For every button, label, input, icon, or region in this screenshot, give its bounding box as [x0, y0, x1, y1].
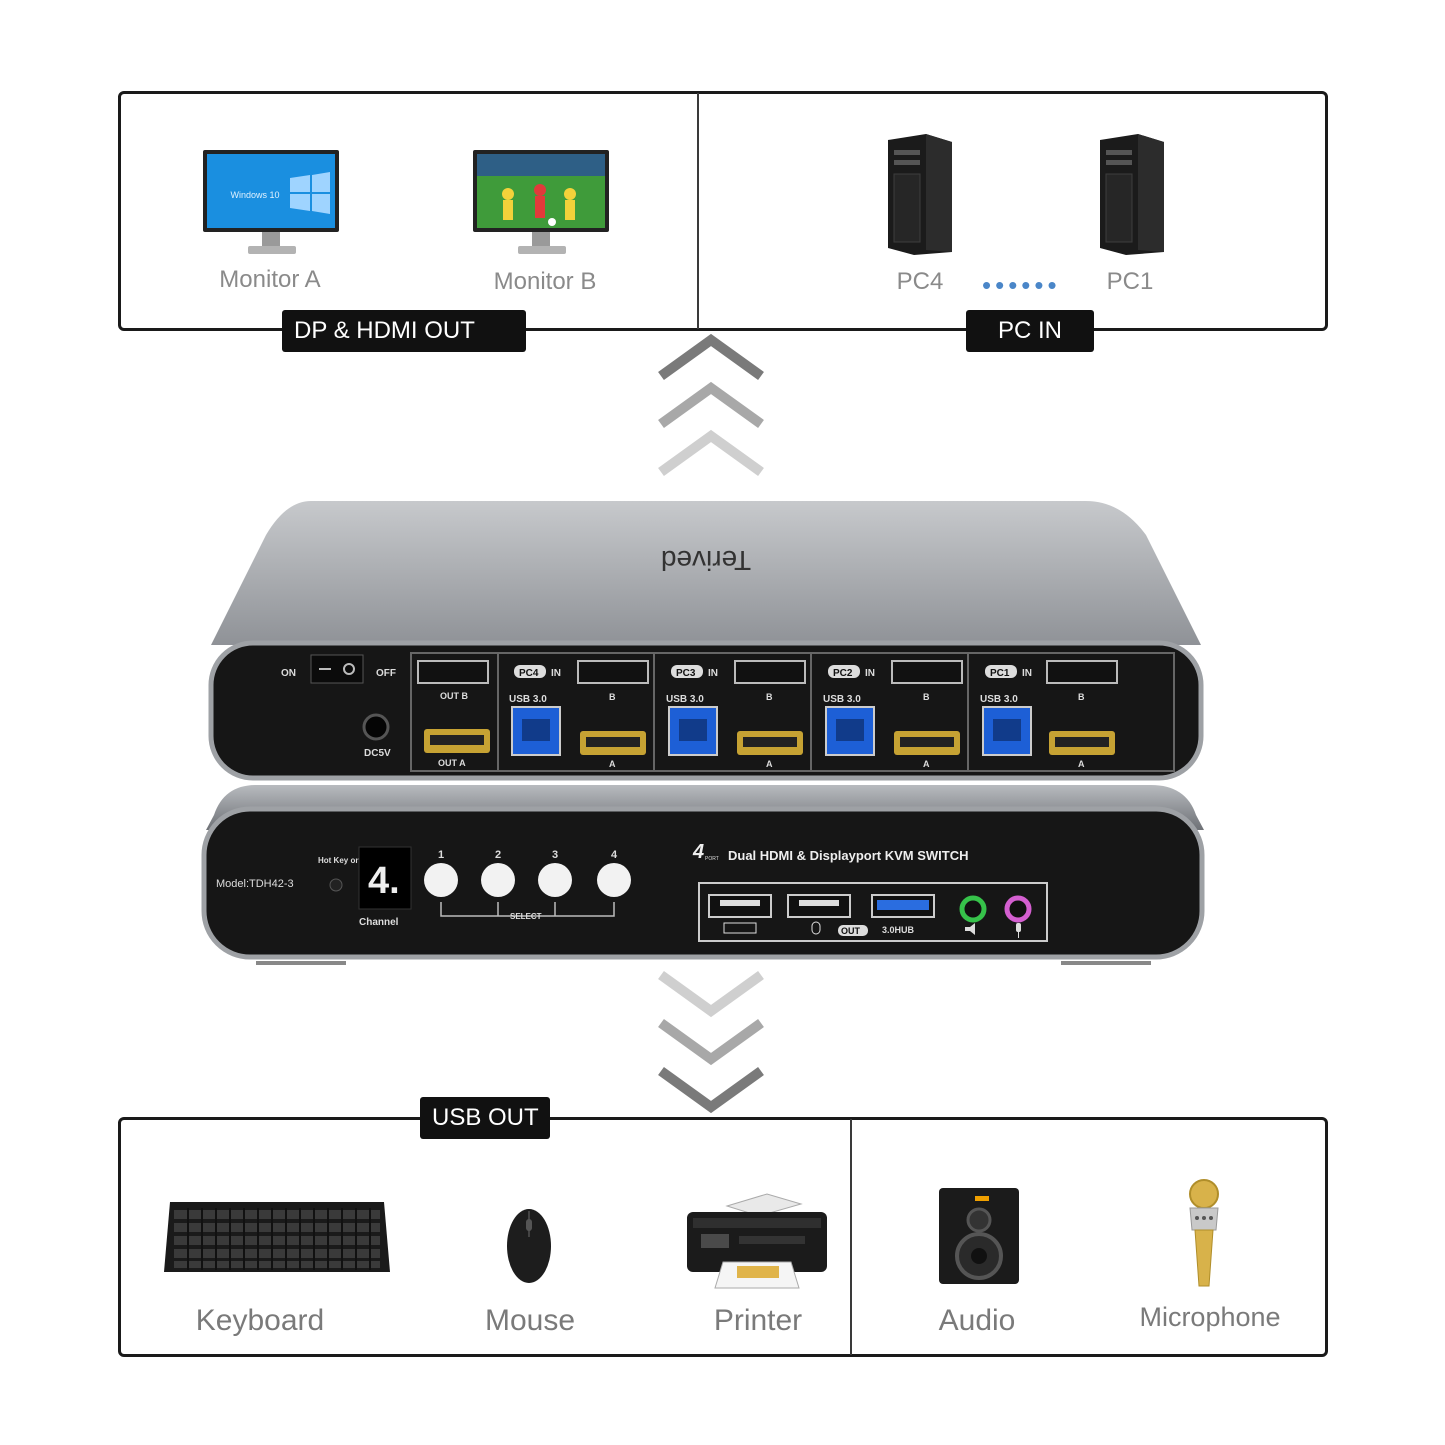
power-switch[interactable]	[310, 654, 364, 684]
pc1-b-label: B	[1078, 692, 1085, 702]
dp-out-b-port	[417, 660, 489, 684]
channel-label: Channel	[359, 917, 399, 928]
pc4-a-label: A	[609, 759, 616, 769]
brand-logo: Terived	[661, 545, 751, 576]
pc1-port-group: PC1 IN USB 3.0 B A	[980, 660, 1118, 769]
pc-in-tag: PC IN	[966, 310, 1094, 352]
pc2-usb-label: USB 3.0	[823, 694, 861, 705]
channel-display	[358, 846, 412, 910]
usb-out-tag: USB OUT	[420, 1097, 550, 1139]
pc3-dp-port	[734, 660, 806, 684]
bottom-panel-divider	[850, 1119, 852, 1355]
audio-jack	[959, 895, 987, 923]
pc4-port-label: PC4	[519, 668, 539, 679]
monitor-a-screen-text: Windows 10	[230, 190, 279, 200]
title-port: PORT	[705, 856, 719, 862]
microphone-label: Microphone	[1139, 1302, 1281, 1332]
up-arrows-icon	[658, 333, 764, 477]
button-1-number: 1	[438, 849, 444, 861]
pc2-in-label: IN	[865, 668, 875, 679]
keyboard-icon	[164, 1202, 390, 1272]
pc1-in-label: IN	[1022, 668, 1032, 679]
out-a-label: OUT A	[438, 758, 466, 768]
pc4-dp-port	[577, 660, 649, 684]
pc4-usb-label: USB 3.0	[509, 694, 547, 705]
down-arrows-icon	[658, 970, 764, 1114]
switch-off-label: OFF	[376, 668, 396, 679]
dp-hdmi-out-tag: DP & HDMI OUT	[282, 310, 526, 352]
pc4-in-label: IN	[551, 668, 561, 679]
pc2-dp-port	[891, 660, 963, 684]
keyboard-label: Keyboard	[195, 1304, 325, 1337]
dc-power-jack	[362, 713, 390, 741]
channel-digit: 4.	[368, 860, 400, 902]
pc1-port-label: PC1	[990, 668, 1010, 679]
mouse-icon	[507, 1209, 551, 1283]
pc3-port-label: PC3	[676, 668, 696, 679]
microphone-icon	[1189, 1179, 1219, 1287]
select-button-3[interactable]	[538, 863, 572, 897]
button-4-number: 4	[611, 849, 618, 861]
mouse-label: Mouse	[484, 1304, 576, 1337]
model-label: Model:TDH42-3	[216, 878, 294, 890]
pc3-usb-label: USB 3.0	[666, 694, 704, 705]
switch-on-label: ON	[281, 668, 296, 679]
audio-label: Audio	[938, 1304, 1016, 1337]
pc4-b-label: B	[609, 692, 616, 702]
pc3-port-group: PC3 IN USB 3.0 B A	[666, 660, 806, 769]
monitor-b-icon	[473, 150, 609, 254]
button-3-number: 3	[552, 849, 558, 861]
printer-label: Printer	[713, 1304, 803, 1337]
speaker-icon	[939, 1188, 1019, 1284]
button-2-number: 2	[495, 849, 501, 861]
mic-jack	[1004, 895, 1032, 923]
printer-icon	[687, 1193, 827, 1289]
pc1-label: PC1	[1106, 268, 1154, 295]
monitor-a-label: Monitor A	[219, 266, 321, 293]
pc2-usb-port	[825, 706, 875, 756]
dc5v-label: DC5V	[364, 748, 391, 759]
hotkey-button[interactable]	[329, 878, 343, 892]
pc1-a-label: A	[1078, 759, 1085, 769]
kvm-switch-device: Terived ON OFF DC5V OUT B OUT A PC4 IN U…	[201, 501, 1205, 965]
select-button-4[interactable]	[597, 863, 631, 897]
pc1-dp-port	[1046, 660, 1118, 684]
hotkey-label: Hot Key on/off	[318, 856, 373, 865]
pc4-label: PC4	[896, 268, 944, 295]
pc4-port-group: PC4 IN USB 3.0 B A	[509, 660, 649, 769]
monitor-b-label: Monitor B	[493, 268, 597, 295]
monitor-a-icon: Windows 10	[203, 150, 339, 254]
pc2-port-group: PC2 IN USB 3.0 B A	[823, 660, 963, 769]
mouse-symbol	[811, 921, 821, 935]
keyboard-symbol	[723, 922, 757, 934]
device-title: Dual HDMI & Displayport KVM SWITCH	[728, 848, 969, 863]
pc1-usb-label: USB 3.0	[980, 694, 1018, 705]
pc1-tower-icon	[1100, 134, 1164, 255]
title-number: 4	[692, 841, 704, 863]
hub-label: 3.0HUB	[882, 925, 915, 935]
pc3-a-label: A	[766, 759, 773, 769]
select-label: SELECT	[510, 912, 542, 921]
out-badge: OUT	[841, 926, 861, 936]
select-button-2[interactable]	[481, 863, 515, 897]
pc2-b-label: B	[923, 692, 930, 702]
pc3-b-label: B	[766, 692, 773, 702]
pc2-a-label: A	[923, 759, 930, 769]
select-button-1[interactable]	[424, 863, 458, 897]
pc4-tower-icon	[888, 134, 952, 255]
pc3-in-label: IN	[708, 668, 718, 679]
pc2-port-label: PC2	[833, 668, 853, 679]
top-panel-divider	[697, 93, 699, 329]
connection-dots: ••••••	[982, 270, 1061, 300]
out-b-label: OUT B	[440, 691, 468, 701]
